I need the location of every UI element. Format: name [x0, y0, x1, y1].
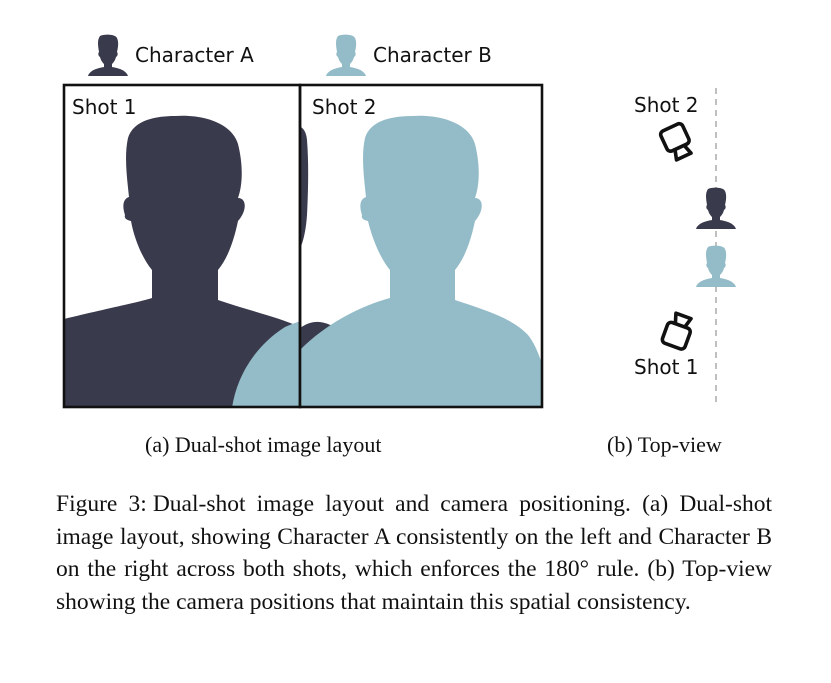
legend: Character A Character B	[88, 34, 492, 76]
figure-illustration: Character A Character B Shot 1 Shot 2 Sh…	[62, 34, 736, 409]
legend-character-a-label: Character A	[135, 43, 254, 67]
figure-label: Figure 3:	[56, 491, 147, 517]
subcaption-a: (a) Dual-shot image layout	[145, 432, 382, 457]
top-view-shot2-label: Shot 2	[634, 93, 699, 117]
character-a-head-edge	[300, 126, 309, 249]
character-a-icon	[88, 34, 128, 76]
top-view: Shot 2 Shot 1	[634, 88, 736, 405]
character-a-topview-icon	[696, 187, 736, 229]
character-b-topview-icon	[696, 245, 736, 287]
shot2-frame	[298, 83, 544, 409]
character-b-shoulder	[232, 321, 300, 407]
character-a-silhouette	[64, 115, 300, 407]
character-b-silhouette	[300, 115, 542, 407]
shot1-panel: Shot 1	[62, 83, 302, 409]
legend-character-b-label: Character B	[373, 43, 492, 67]
figure-caption: Figure 3:Dual-shot image layout and came…	[56, 488, 772, 618]
character-b-icon	[326, 34, 366, 76]
shot1-label: Shot 1	[72, 95, 137, 119]
subcaption-b: (b) Top-view	[607, 432, 722, 457]
shot2-camera-icon	[657, 120, 697, 164]
top-view-shot1-label: Shot 1	[634, 355, 699, 379]
shot1-camera-icon	[659, 310, 697, 352]
shot2-panel: Shot 2	[298, 83, 544, 409]
shot2-label: Shot 2	[312, 95, 377, 119]
caption-text: Dual-shot image layout and camera positi…	[56, 491, 772, 615]
